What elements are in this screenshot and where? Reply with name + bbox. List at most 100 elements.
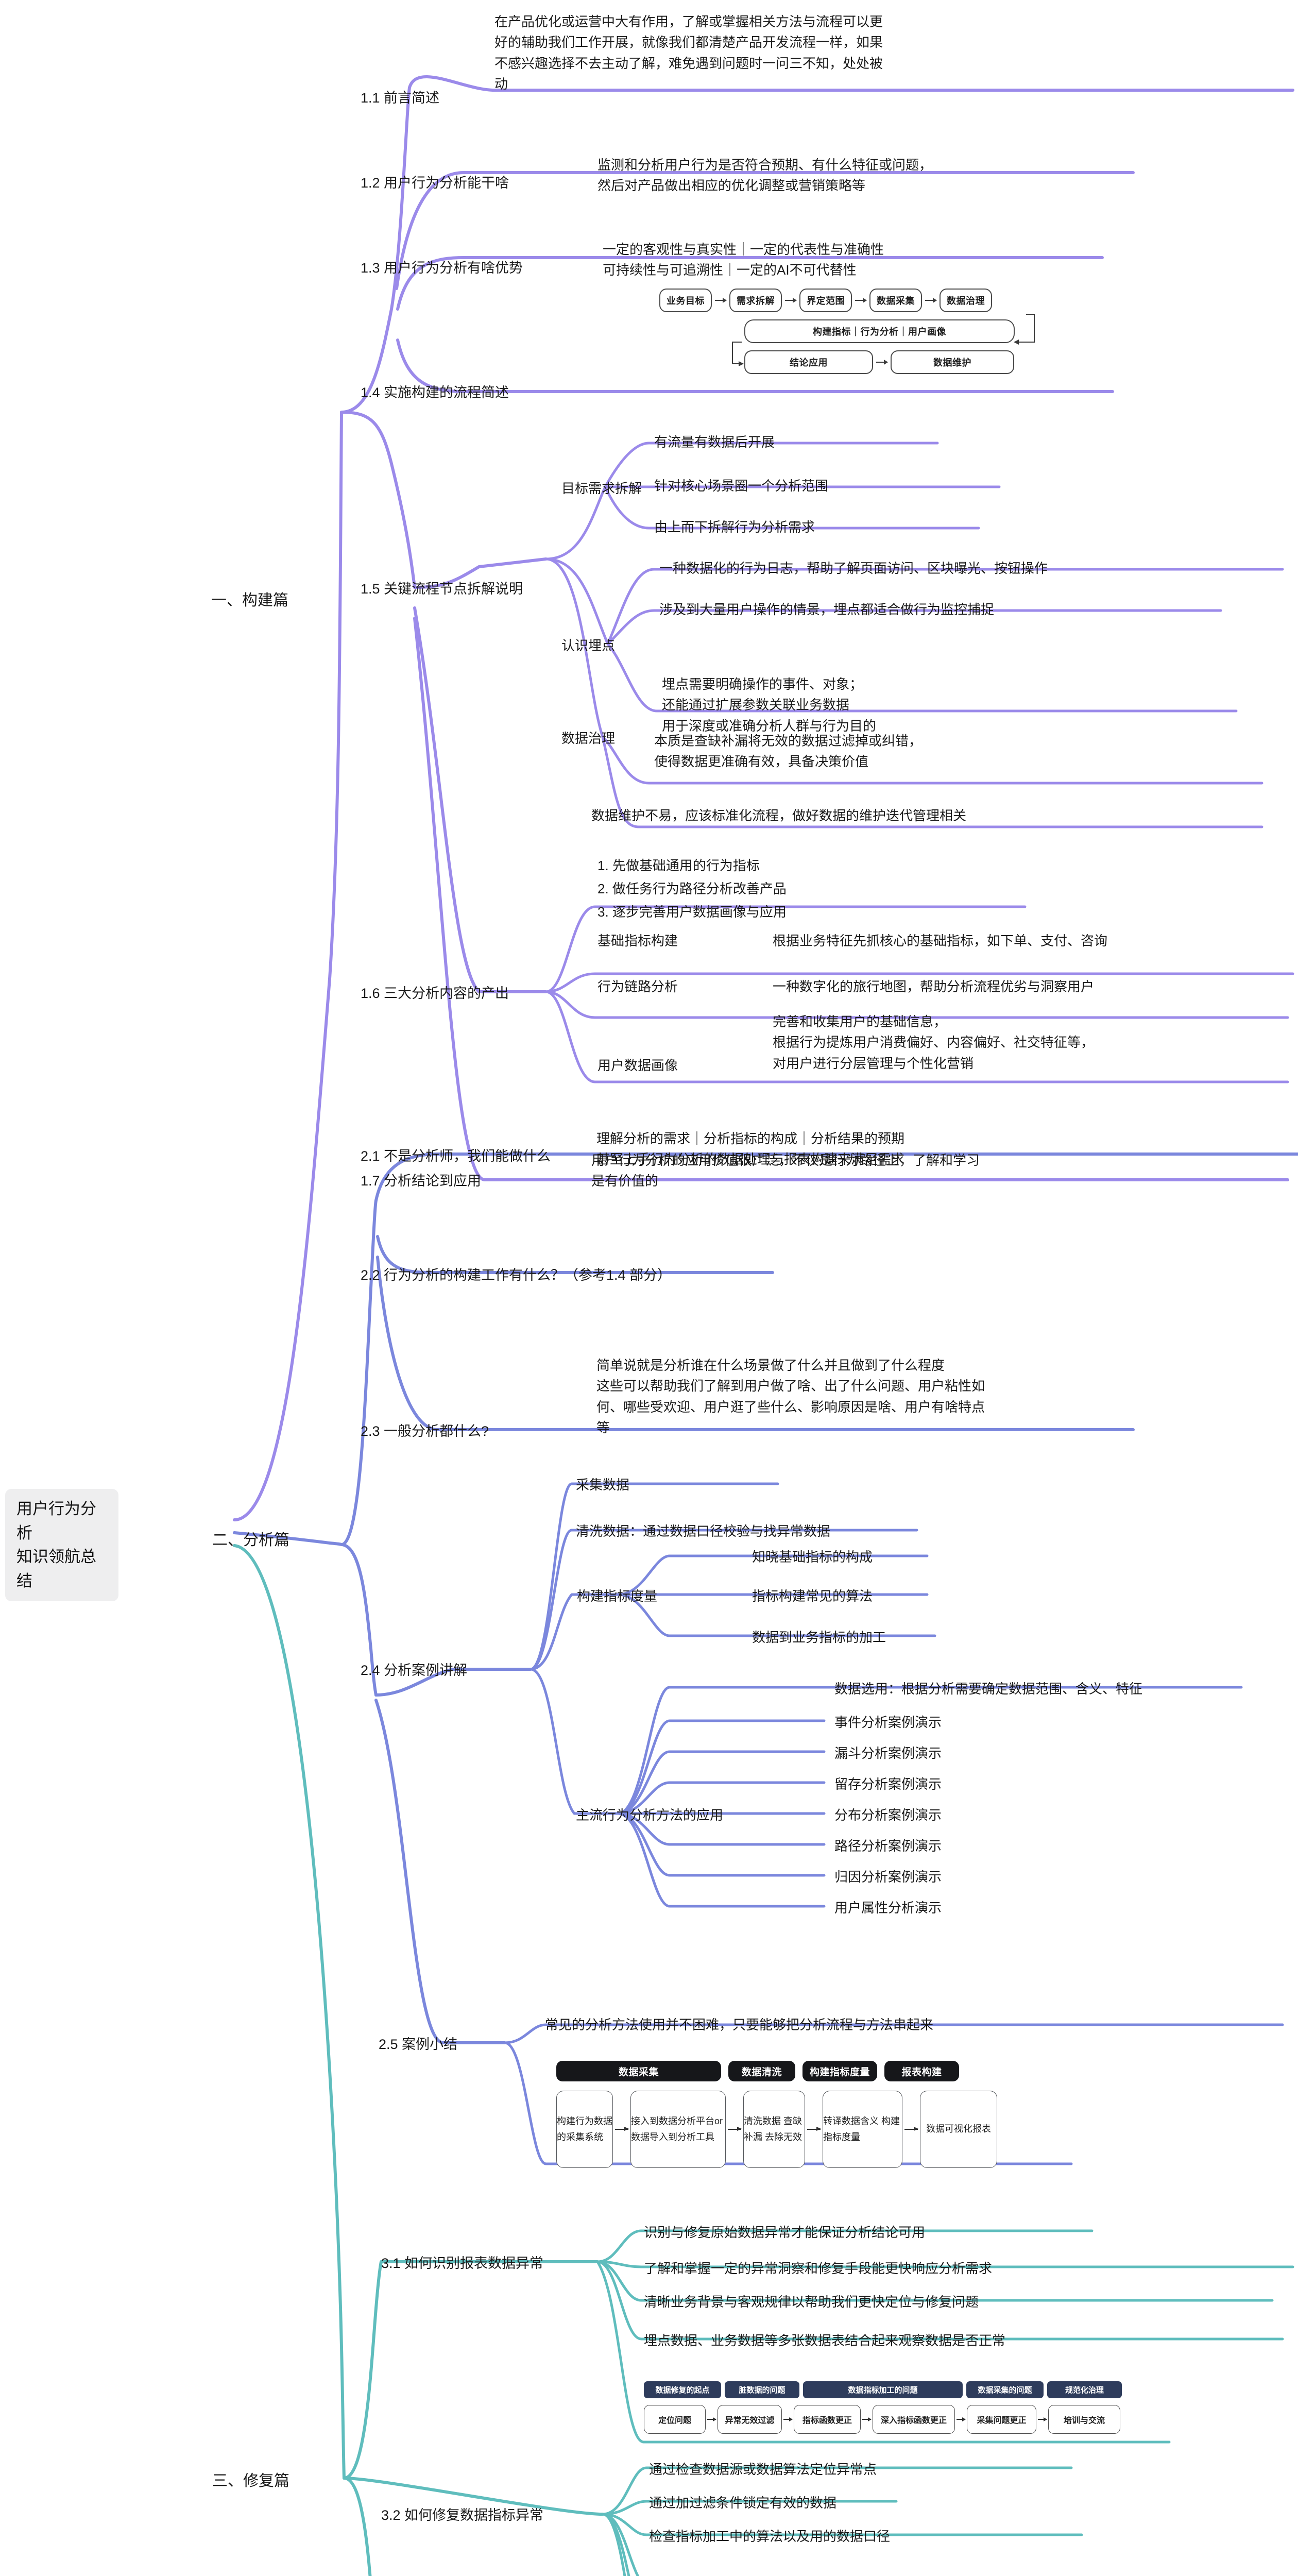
root-title-line2: 知识领航总结 xyxy=(16,1548,96,1590)
flow14-r3-1: 数据维护 xyxy=(891,350,1014,374)
flow31-h-2: 数据指标加工的问题 xyxy=(803,2381,963,2398)
subtopic-1-6-2[interactable]: 行为链路分析 xyxy=(597,979,678,994)
topic-2-4[interactable]: 2.4 分析案例讲解 xyxy=(361,1663,468,1678)
arrow-icon xyxy=(715,298,727,303)
flow14-r3-0: 结论应用 xyxy=(744,350,873,374)
leaf-2-4-2-2: 事件分析案例演示 xyxy=(834,1715,942,1730)
topic-2-1[interactable]: 2.1 不是分析师，我们能做什么 xyxy=(361,1148,551,1164)
leaf-2-4-1-2: 指标构建常见的算法 xyxy=(752,1588,873,1604)
leaf-1-3-1: 一定的客观性与真实性｜一定的代表性与准确性 可持续性与可追溯性｜一定的AI不可代… xyxy=(603,242,884,278)
flow25-h-0: 数据采集 xyxy=(556,2061,721,2081)
subtopic-2-4-2[interactable]: 主流行为分析方法的应用 xyxy=(576,1807,724,1823)
leaf-1-6-top-1: 1. 先做基础通用的行为指标 xyxy=(597,858,760,873)
leaf-3-1-1: 识别与修复原始数据异常才能保证分析结论可用 xyxy=(644,2225,926,2240)
arrow-icon xyxy=(728,2127,742,2131)
flow14-r2-0: 构建指标｜行为分析｜用户画像 xyxy=(744,319,1015,343)
leaf-1-5-2-1: 一种数据化的行为日志，帮助了解页面访问、区块曝光、按钮操作 xyxy=(659,561,1048,576)
flow-diagram-1-4: 业务目标 需求拆解 界定范围 数据采集 数据治理 构建指标｜行为分析｜用户画像 … xyxy=(659,289,1051,374)
arrow-icon xyxy=(785,298,797,303)
flow14-r1-4: 数据治理 xyxy=(940,289,992,312)
topic-1-1[interactable]: 1.1 前言简述 xyxy=(361,90,440,106)
leaf-2-1-1: 理解分析的需求｜分析指标的构成｜分析结果的预期 甚至上手行为分析的数据处理与报表… xyxy=(596,1131,905,1167)
arrow-icon xyxy=(925,298,937,303)
flow31-h-3: 数据采集的问题 xyxy=(966,2381,1044,2398)
leaf-3-2-3: 检查指标加工中的算法以及用的数据口径 xyxy=(649,2529,891,2544)
flow31-s-5: 培训与交流 xyxy=(1048,2405,1120,2434)
subtopic-1-5-3[interactable]: 数据治理 xyxy=(561,731,616,746)
leaf-1-5-2-2: 涉及到大量用户操作的情景，埋点都适合做行为监控捕捉 xyxy=(659,602,995,617)
topic-1-2[interactable]: 1.2 用户行为分析能干啥 xyxy=(361,175,509,191)
leaf-1-2-1: 监测和分析用户行为是否符合预期、有什么特征或问题， 然后对产品做出相应的优化调整… xyxy=(597,157,933,194)
leaf-2-4-2-6: 路径分析案例演示 xyxy=(834,1838,942,1854)
flow25-s-3: 转译数据含义 构建指标度量 xyxy=(823,2091,902,2168)
topic-3-2[interactable]: 3.2 如何修复数据指标异常 xyxy=(381,2507,544,2523)
flow25-h-1: 数据清洗 xyxy=(728,2061,795,2081)
leaf-2-4-top-2: 清洗数据：通过数据口径校验与找异常数据 xyxy=(576,1523,831,1539)
flow-diagram-2-5: 数据采集 数据清洗 构建指标度量 报表构建 构建行为数据 的采集系统 接入到数据… xyxy=(556,2061,1066,2168)
topic-2-5[interactable]: 2.5 案例小结 xyxy=(379,2037,458,2052)
flow25-h-3: 报表构建 xyxy=(884,2061,959,2081)
topic-2-2[interactable]: 2.2 行为分析的构建工作有什么？（参考1.4 部分） xyxy=(361,1267,672,1283)
leaf-1-5-3-1: 本质是查缺补漏将无效的数据过滤掉或纠错， 使得数据更准确有效，具备决策价值 xyxy=(654,733,923,770)
subtopic-1-5-1[interactable]: 目标需求拆解 xyxy=(561,481,642,496)
leaf-3-1-2: 了解和掌握一定的异常洞察和修复手段能更快响应分析需求 xyxy=(644,2261,993,2276)
arrow-icon xyxy=(807,2127,821,2131)
topic-1-5[interactable]: 1.5 关键流程节点拆解说明 xyxy=(361,581,523,597)
subtopic-1-6-1[interactable]: 基础指标构建 xyxy=(597,933,678,948)
arrow-icon xyxy=(615,2127,629,2131)
leaf-2-4-2-7: 归因分析案例演示 xyxy=(834,1869,942,1885)
subtopic-1-5-2[interactable]: 认识埋点 xyxy=(561,638,616,653)
leaf-1-6-top-3: 3. 逐步完善用户数据画像与应用 xyxy=(597,904,787,920)
flow14-r1-1: 需求拆解 xyxy=(729,289,782,312)
flow-diagram-3-1: 数据修复的起点 脏数据的问题 数据指标加工的问题 数据采集的问题 规范化治理 定… xyxy=(644,2381,1205,2434)
leaf-1-1-1: 在产品优化或运营中大有作用，了解或掌握相关方法与流程可以更 好的辅助我们工作开展… xyxy=(494,14,883,92)
topic-1-6[interactable]: 1.6 三大分析内容的产出 xyxy=(361,986,509,1001)
topic-1-3[interactable]: 1.3 用户行为分析有啥优势 xyxy=(361,260,523,276)
leaf-1-6-1-1: 根据业务特征先抓核心的基础指标，如下单、支付、咨询 xyxy=(773,933,1108,948)
leaf-3-1-4: 埋点数据、业务数据等多张数据表结合起来观察数据是否正常 xyxy=(644,2333,1006,2348)
leaf-3-1-3: 清晰业务背景与客观规律以帮助我们更快定位与修复问题 xyxy=(644,2294,979,2310)
leaf-3-2-2: 通过加过滤条件锁定有效的数据 xyxy=(649,2495,837,2511)
flow31-s-4: 采集问题更正 xyxy=(967,2405,1036,2434)
flow14-r1-2: 界定范围 xyxy=(799,289,852,312)
flow25-h-2: 构建指标度量 xyxy=(802,2061,877,2081)
topic-1-7[interactable]: 1.7 分析结论到应用 xyxy=(361,1173,482,1189)
leaf-2-4-1-1: 知晓基础指标的构成 xyxy=(752,1549,873,1565)
leaf-2-4-top-1: 采集数据 xyxy=(576,1477,630,1493)
leaf-2-4-1-3: 数据到业务指标的加工 xyxy=(752,1630,886,1645)
leaf-1-5-3-2: 数据维护不易，应该标准化流程，做好数据的维护迭代管理相关 xyxy=(591,808,967,823)
subtopic-1-6-3[interactable]: 用户数据画像 xyxy=(597,1058,678,1073)
flow31-h-1: 脏数据的问题 xyxy=(725,2381,799,2398)
leaf-1-5-1-3: 由上而下拆解行为分析需求 xyxy=(654,519,815,535)
flow14-connectors xyxy=(732,314,1035,366)
flow31-s-3: 深入指标函数更正 xyxy=(873,2405,955,2434)
topic-3-1[interactable]: 3.1 如何识别报表数据异常 xyxy=(381,2256,544,2271)
leaf-2-4-2-5: 分布分析案例演示 xyxy=(834,1807,942,1823)
leaf-1-6-3-1: 完善和收集用户的基础信息， 根据行为提炼用户消费偏好、内容偏好、社交特征等， 对… xyxy=(773,1014,1095,1071)
flow31-h-4: 规范化治理 xyxy=(1047,2381,1122,2398)
flow31-s-1: 异常无效过滤 xyxy=(718,2405,782,2434)
leaf-1-6-top-2: 2. 做任务行为路径分析改善产品 xyxy=(597,881,787,896)
branch-label-3[interactable]: 三、修复篇 xyxy=(212,2472,289,2489)
topic-1-4[interactable]: 1.4 实施构建的流程简述 xyxy=(361,385,509,400)
leaf-1-6-2-1: 一种数字化的旅行地图，帮助分析流程优劣与洞察用户 xyxy=(773,979,1095,994)
branch-label-1[interactable]: 一、构建篇 xyxy=(211,592,288,609)
arrow-icon xyxy=(876,360,888,365)
leaf-1-5-2-3: 埋点需要明确操作的事件、对象； 还能通过扩展参数关联业务数据 用于深度或准确分析… xyxy=(662,676,877,734)
arrow-icon xyxy=(904,2127,918,2131)
topic-2-3[interactable]: 2.3 一般分析都什么? xyxy=(361,1423,489,1439)
flow31-h-0: 数据修复的起点 xyxy=(644,2381,721,2398)
leaf-2-4-2-8: 用户属性分析演示 xyxy=(834,1900,942,1916)
flow31-s-0: 定位问题 xyxy=(644,2405,706,2434)
root-node[interactable]: 用户行为分析 知识领航总结 xyxy=(5,1489,118,1601)
flow25-s-2: 清洗数据 查缺补漏 去除无效 xyxy=(743,2091,805,2168)
flow25-s-0: 构建行为数据 的采集系统 xyxy=(556,2091,613,2168)
root-title-line1: 用户行为分析 xyxy=(16,1500,96,1542)
leaf-2-4-2-3: 漏斗分析案例演示 xyxy=(834,1745,942,1761)
flow14-r1-0: 业务目标 xyxy=(659,289,712,312)
leaf-2-5-top-1: 常见的分析方法使用并不困难，只要能够把分析流程与方法串起来 xyxy=(545,2017,934,2032)
flow14-r1-3: 数据采集 xyxy=(869,289,922,312)
branch-label-2[interactable]: 二、分析篇 xyxy=(212,1532,289,1549)
subtopic-2-4-1[interactable]: 构建指标度量 xyxy=(577,1588,658,1604)
